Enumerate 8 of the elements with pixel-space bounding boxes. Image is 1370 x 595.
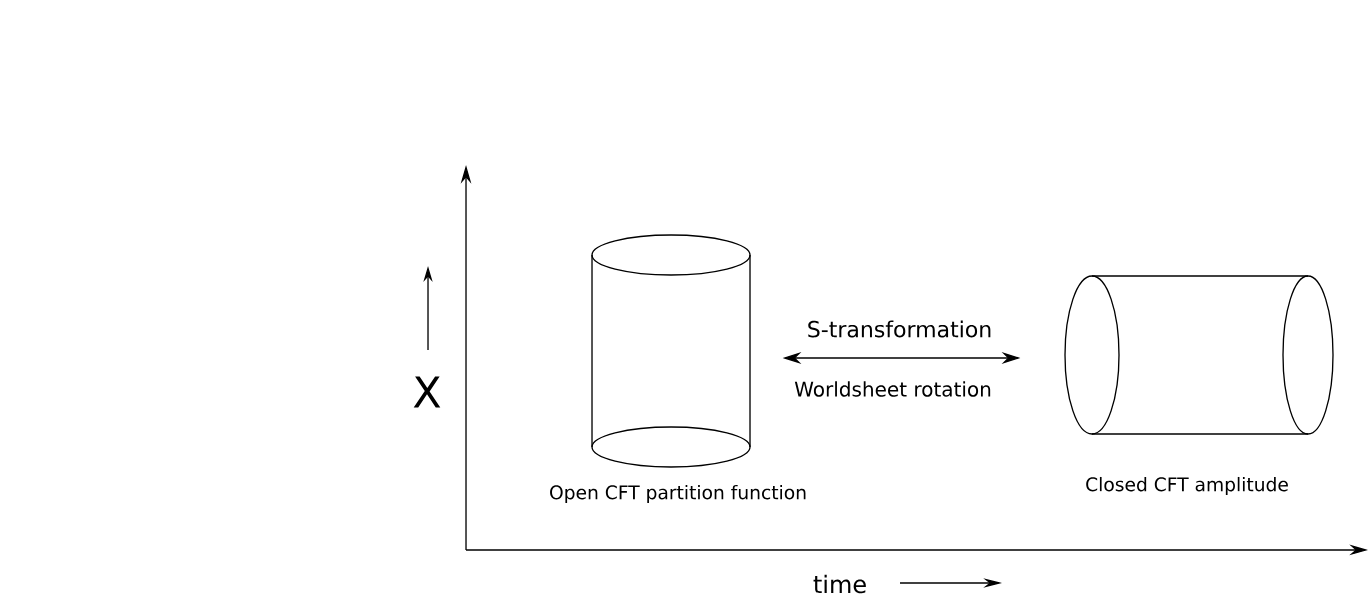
axis-label: X <box>413 376 441 408</box>
node-label: Closed CFT amplitude <box>1086 476 1288 496</box>
node-label: Open CFT partition function <box>550 484 806 504</box>
axis-label: time <box>813 574 866 594</box>
cylinder-drawing <box>1064 275 1334 435</box>
edge-label: S-transformation <box>805 319 994 339</box>
cylinder-drawing <box>591 234 751 468</box>
annotation: Worldsheet rotation <box>794 381 991 397</box>
